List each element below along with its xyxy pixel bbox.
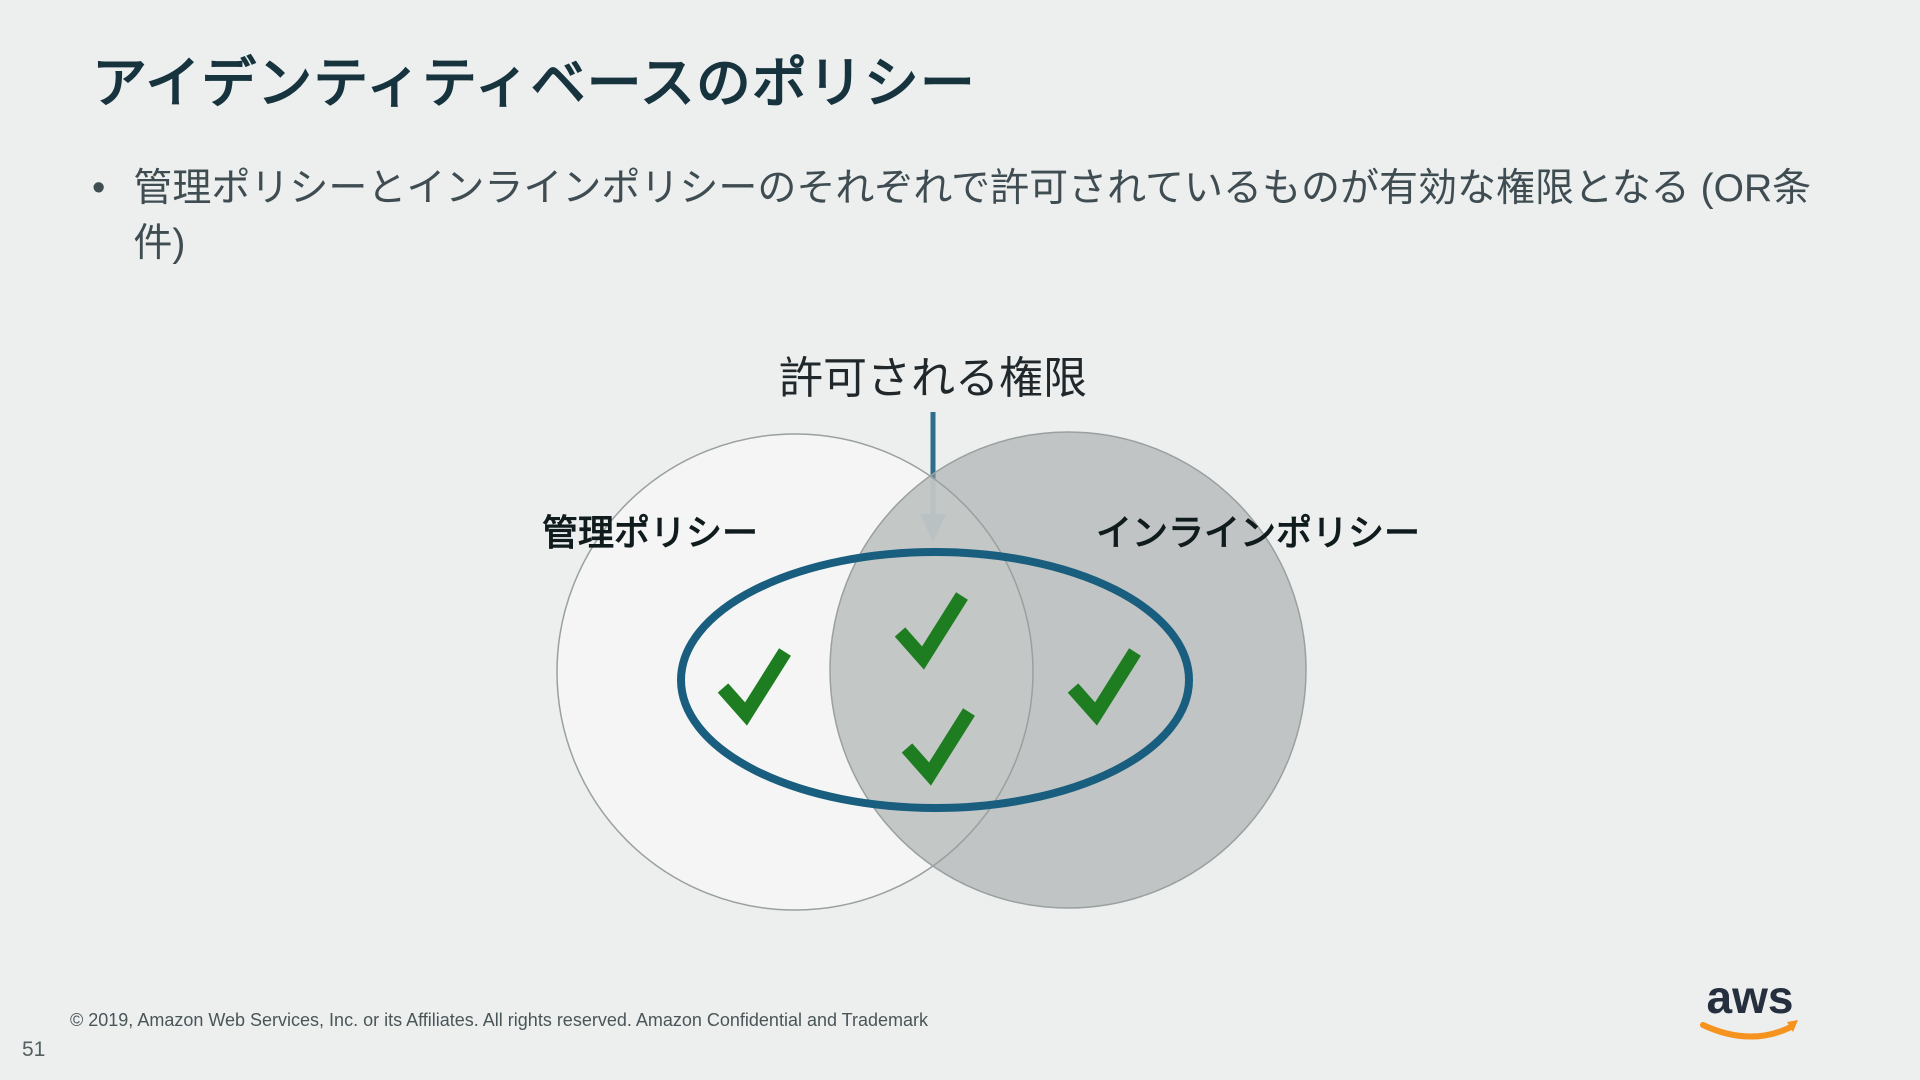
slide-title: アイデンティティベースのポリシー [92, 52, 976, 114]
bullet-text: 管理ポリシーとインラインポリシーのそれぞれで許可されているものが有効な権限となる… [133, 167, 1812, 265]
bullet-marker: • [92, 167, 106, 209]
right-circle-label: インラインポリシー [1096, 512, 1420, 553]
checkmark-icon-left [717, 648, 791, 726]
left-circle-label: 管理ポリシー [542, 512, 758, 553]
aws-smile-icon [1700, 1020, 1798, 1040]
copyright-footer: © 2019, Amazon Web Services, Inc. or its… [70, 1010, 929, 1030]
bullet-item: • 管理ポリシーとインラインポリシーのそれぞれで許可されているものが有効な権限と… [92, 162, 1852, 271]
checkmark-icon-right [1067, 648, 1141, 726]
checkmark-icon-overlap-bottom [901, 708, 975, 786]
aws-logo-text: aws [1707, 971, 1794, 1023]
callout-label: 許可される権限 [779, 354, 1087, 403]
checkmark-icon-overlap-top [894, 592, 968, 670]
aws-logo: aws [1700, 971, 1798, 1040]
right-circle [829, 431, 1307, 909]
page-number: 51 [22, 1038, 46, 1061]
permitted-ellipse [677, 548, 1193, 812]
